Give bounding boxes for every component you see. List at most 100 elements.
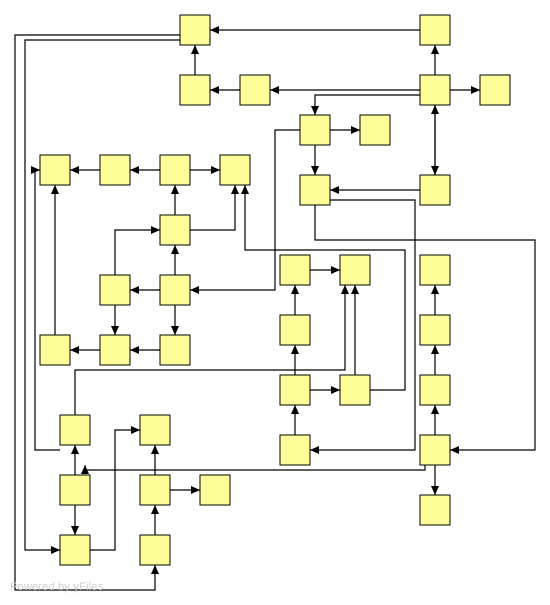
graph-edge [314, 205, 536, 451]
edge-arrowhead [81, 465, 89, 474]
graph-edge [190, 185, 236, 231]
edge-arrowhead [151, 565, 159, 574]
edge-arrowhead [241, 185, 249, 194]
graph-node [99, 334, 131, 366]
graph-node [299, 174, 331, 206]
graph-node [419, 74, 451, 106]
graph-node [159, 274, 191, 306]
graph-edge [14, 34, 180, 591]
graph-edge [314, 94, 420, 115]
graph-node [419, 14, 451, 46]
graph-node [339, 374, 371, 406]
edge-arrowhead [210, 86, 219, 94]
graph-edge [244, 185, 406, 391]
graph-node [419, 174, 451, 206]
graph-node [39, 334, 71, 366]
graph-node [199, 474, 231, 506]
edge-arrowhead [351, 285, 359, 294]
graph-node [279, 374, 311, 406]
graph-node [279, 314, 311, 346]
edge-arrowhead [171, 245, 179, 254]
edge-arrowhead [51, 185, 59, 194]
graph-node [419, 494, 451, 526]
graph-node [179, 74, 211, 106]
graph-node [59, 474, 91, 506]
graph-node [59, 414, 91, 446]
edge-arrowhead [431, 345, 439, 354]
edge-arrowhead [70, 346, 79, 354]
edge-arrowhead [310, 446, 319, 454]
edge-arrowhead [341, 285, 349, 294]
edge-arrowhead [291, 405, 299, 414]
edge-arrowhead [210, 26, 219, 34]
edge-arrowhead [151, 505, 159, 514]
edge-arrowhead [311, 106, 319, 115]
edge-arrowhead [431, 45, 439, 54]
graph-node [139, 414, 171, 446]
graph-node [419, 254, 451, 286]
edge-arrowhead [291, 345, 299, 354]
graph-node [419, 374, 451, 406]
edge-arrowhead [331, 386, 340, 394]
graph-node [59, 534, 91, 566]
graph-edge [84, 465, 426, 471]
graph-edge [90, 429, 140, 551]
edge-arrowhead [331, 266, 340, 274]
graph-node [179, 14, 211, 46]
edge-arrowhead [211, 166, 220, 174]
edge-arrowhead [270, 86, 279, 94]
graph-edge [34, 169, 60, 451]
graph-node [99, 274, 131, 306]
edge-arrowhead [191, 486, 200, 494]
graph-node [479, 74, 511, 106]
edge-arrowhead [171, 185, 179, 194]
edge-arrowhead [111, 326, 119, 335]
graph-node [99, 154, 131, 186]
graph-node [39, 154, 71, 186]
edge-arrowhead [351, 126, 360, 134]
edge-arrowhead [431, 105, 439, 114]
edge-arrowhead [71, 526, 79, 535]
graph-edge [74, 285, 346, 415]
edge-arrowhead [431, 285, 439, 294]
graph-node [419, 314, 451, 346]
graph-edge [310, 199, 416, 451]
edge-arrowhead [151, 445, 159, 454]
edge-arrowhead [191, 45, 199, 54]
edge-arrowhead [70, 166, 79, 174]
edge-arrowhead [291, 285, 299, 294]
edge-arrowhead [171, 326, 179, 335]
edge-arrowhead [431, 486, 439, 495]
graph-node [279, 434, 311, 466]
graph-node [339, 254, 371, 286]
graph-node [159, 154, 191, 186]
edge-arrowhead [190, 286, 199, 294]
edge-arrowhead [51, 546, 60, 554]
graph-node [219, 154, 251, 186]
graph-node [299, 114, 331, 146]
edge-arrowhead [431, 405, 439, 414]
edge-arrowhead [130, 346, 139, 354]
edge-arrowhead [151, 226, 160, 234]
edge-arrowhead [330, 186, 339, 194]
edge-arrowhead [450, 446, 459, 454]
edge-arrowhead [130, 286, 139, 294]
node-layer [39, 14, 511, 566]
powered-by-watermark: Powered by yFiles [10, 581, 104, 593]
edge-arrowhead [131, 426, 140, 434]
graph-node [159, 214, 191, 246]
graph-edge [114, 229, 160, 275]
edge-layer [14, 26, 536, 591]
edge-arrowhead [471, 86, 480, 94]
graph-edge [190, 129, 300, 291]
graph-edge [24, 39, 180, 551]
edge-arrowhead [130, 166, 139, 174]
graph-node [419, 434, 451, 466]
graph-node [359, 114, 391, 146]
graph-node [279, 254, 311, 286]
graph-node [159, 334, 191, 366]
edge-arrowhead [71, 445, 79, 454]
edge-arrowhead [311, 166, 319, 175]
edge-arrowhead [231, 185, 239, 194]
